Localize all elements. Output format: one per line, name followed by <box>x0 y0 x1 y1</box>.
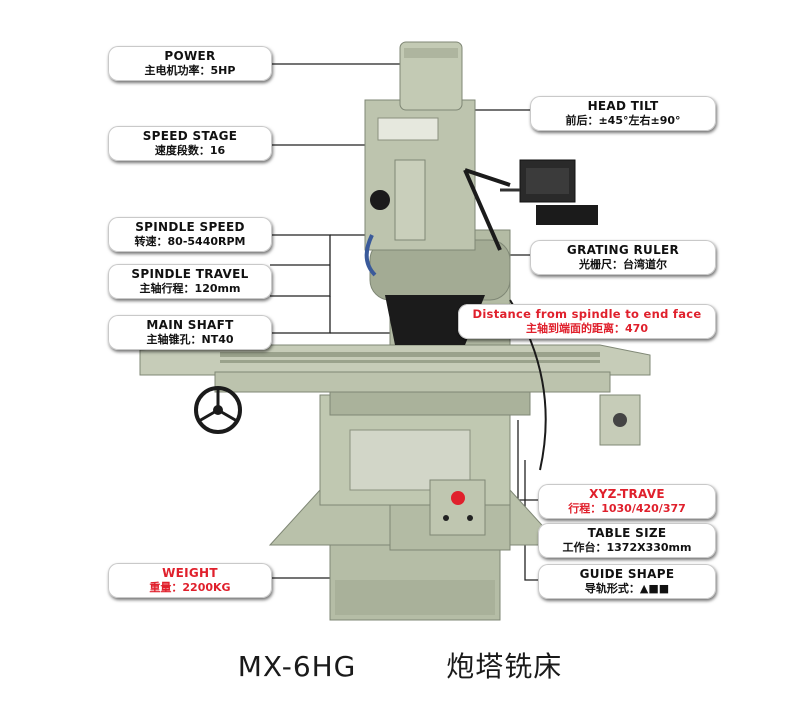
callout-value: 主轴锥孔：NT40 <box>146 333 234 346</box>
callout-title: XYZ-TRAVE <box>589 487 665 501</box>
callout-spindle-speed: SPINDLE SPEED 转速：80-5440RPM <box>108 217 272 252</box>
emergency-stop <box>451 491 465 505</box>
callout-head-tilt: HEAD TILT 前后：±45°左右±90° <box>530 96 716 131</box>
callout-title: MAIN SHAFT <box>146 318 234 332</box>
callout-value: 转速：80-5440RPM <box>134 235 246 248</box>
callout-xyz-travel: XYZ-TRAVE 行程：1030/420/377 <box>538 484 716 519</box>
callout-value: 重量：2200KG <box>149 581 231 594</box>
model-number: MX-6HG <box>237 650 357 683</box>
control-panel <box>429 479 486 536</box>
callout-grating-ruler: GRATING RULER 光栅尺：台湾道尔 <box>530 240 716 275</box>
coolant-hose <box>364 234 377 277</box>
callout-spindle-distance: Distance from spindle to end face 主轴到端面的… <box>458 304 716 339</box>
spindle-motor <box>399 41 463 111</box>
callout-title: SPEED STAGE <box>142 129 238 143</box>
callout-guide-shape: GUIDE SHAPE 导轨形式：▲■■ <box>538 564 716 599</box>
dro-keypad <box>536 205 598 225</box>
product-caption: MX-6HG 炮塔铣床 <box>0 645 800 685</box>
callout-value: 主轴到端面的距离：470 <box>526 322 648 335</box>
callout-spindle-travel: SPINDLE TRAVEL 主轴行程：120mm <box>108 264 272 299</box>
callout-value: 速度段数：16 <box>154 144 226 157</box>
callout-speed-stage: SPEED STAGE 速度段数：16 <box>108 126 272 161</box>
callout-value: 工作台：1372X330mm <box>562 541 692 554</box>
handwheel-left <box>194 386 242 434</box>
callout-value: 行程：1030/420/377 <box>568 502 686 515</box>
callout-title: GRATING RULER <box>566 243 680 257</box>
callout-title: GUIDE SHAPE <box>579 567 675 581</box>
callout-title: TABLE SIZE <box>587 526 667 540</box>
callout-weight: WEIGHT 重量：2200KG <box>108 563 272 598</box>
callout-value: 前后：±45°左右±90° <box>565 114 681 127</box>
base-plinth <box>335 580 495 615</box>
callout-title: POWER <box>164 49 216 63</box>
quill-feed-handle <box>370 168 511 251</box>
callout-title: Distance from spindle to end face <box>472 307 702 321</box>
callout-value: 导轨形式：▲■■ <box>584 582 670 595</box>
quill <box>394 159 426 241</box>
callout-main-shaft: MAIN SHAFT 主轴锥孔：NT40 <box>108 315 272 350</box>
callout-value: 主轴行程：120mm <box>139 282 241 295</box>
callout-title: SPINDLE TRAVEL <box>131 267 249 281</box>
callout-value: 光栅尺：台湾道尔 <box>579 258 667 271</box>
callout-title: WEIGHT <box>162 566 218 580</box>
callout-title: SPINDLE SPEED <box>135 220 245 234</box>
product-name: 炮塔铣床 <box>446 650 563 683</box>
callout-value: 主电机功率：5HP <box>144 64 236 77</box>
callout-title: HEAD TILT <box>587 99 659 113</box>
callout-power: POWER 主电机功率：5HP <box>108 46 272 81</box>
callout-table-size: TABLE SIZE 工作台：1372X330mm <box>538 523 716 558</box>
milling-machine-illustration <box>139 41 651 621</box>
